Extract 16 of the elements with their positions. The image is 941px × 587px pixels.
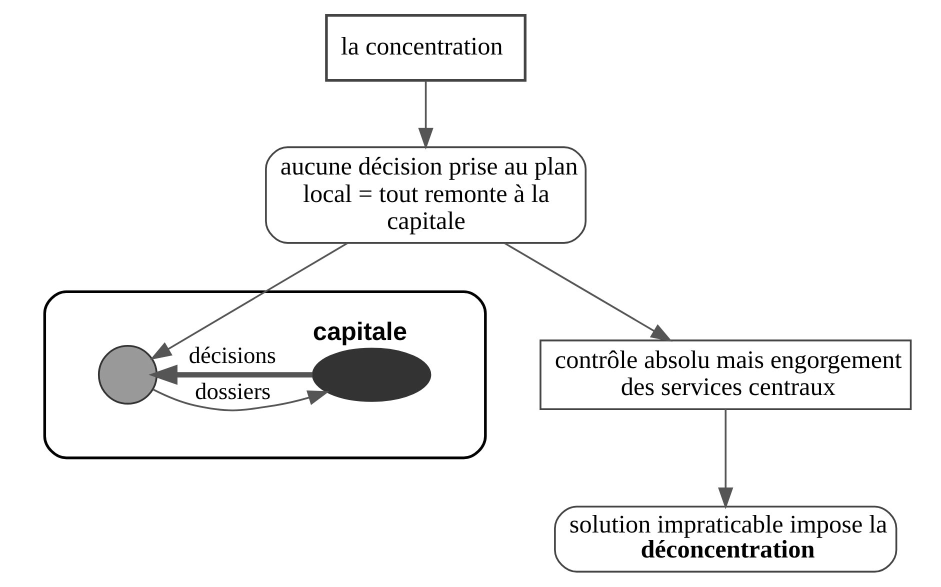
arrow — [148, 364, 313, 385]
node-label: capitale — [312, 318, 407, 346]
arrow — [150, 242, 348, 360]
node-box: la concentration — [325, 14, 526, 82]
edge-label: décisions — [188, 342, 276, 369]
arrow — [418, 80, 434, 150]
edge-label: dossiers — [195, 378, 271, 405]
arrow — [504, 242, 672, 342]
node-ellipse — [312, 348, 432, 402]
cluster — [43, 290, 487, 460]
arrow — [152, 388, 330, 412]
node-box: contrôle absolu mais engorgement des services centraux — [540, 340, 912, 410]
arrow — [718, 409, 734, 510]
node-circle — [98, 344, 158, 405]
node-box: aucune décision prise au plan local = tout remonte à la capitale — [265, 146, 587, 244]
node-box: solution impraticable impose la déconcentration — [554, 506, 898, 573]
